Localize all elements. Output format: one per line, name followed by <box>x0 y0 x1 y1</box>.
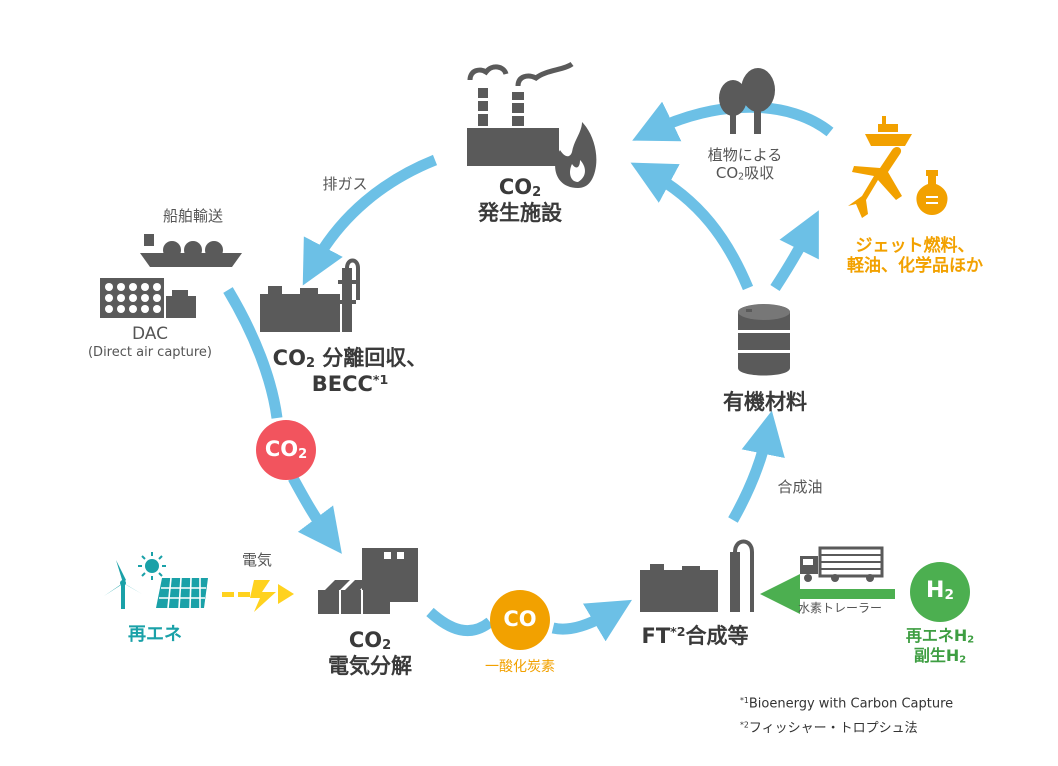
emission-facility-label: CO2 発生施設 <box>478 175 562 225</box>
h2-label: 再エネH2 副生H2 <box>905 626 975 666</box>
dac-sublabel: (Direct air capture) <box>87 345 212 360</box>
arrow-co-to-ft <box>551 599 632 642</box>
truck-label: 水素トレーラー <box>797 601 882 615</box>
arrow-dac-to-co2 <box>223 287 283 419</box>
products-label: ジェット燃料、 軽油、化学品ほか <box>847 236 983 277</box>
arrow-ft-to-organic <box>728 410 785 523</box>
footnote-2: *2フィッシャー・トロプシュ法 <box>740 720 918 736</box>
lightning-icon <box>222 580 294 612</box>
organic-material-label: 有機材料 <box>723 390 807 414</box>
ship-plane-flask-icon <box>848 116 948 218</box>
footnote-1: *1Bioenergy with Carbon Capture <box>740 696 954 712</box>
dac-unit-icon <box>100 278 196 318</box>
arrow-exhaust-to-capture <box>302 154 438 286</box>
ft-plant-icon <box>640 539 754 612</box>
lng-ship-icon <box>140 234 242 267</box>
arrow-organic-to-products <box>770 210 819 292</box>
electrolysis-label: CO2 電気分解 <box>328 628 412 678</box>
co-badge <box>490 590 550 650</box>
factory-fire-icon <box>467 61 597 188</box>
wind-solar-icon <box>104 552 208 609</box>
arrow-electrolysis-to-co <box>426 607 494 637</box>
renewable-label: 再エネ <box>128 624 182 645</box>
arrow-co2-to-electrolysis <box>288 475 342 554</box>
exhaust-label: 排ガス <box>322 175 368 193</box>
trees-icon <box>719 68 775 134</box>
ft-label: FT*2合成等 <box>641 624 749 648</box>
shipping-label: 船舶輸送 <box>162 207 223 225</box>
hydrogen-trailer-icon <box>800 546 884 582</box>
co-label: 一酸化炭素 <box>485 659 555 675</box>
h2-icon <box>910 562 970 622</box>
electricity-label: 電気 <box>241 551 272 569</box>
synthetic-oil-label: 合成油 <box>777 478 823 496</box>
plants-absorption-label: 植物による CO2吸収 <box>707 146 783 183</box>
co-badge-text: CO <box>503 607 537 631</box>
h2-circle-text: H2 <box>926 578 954 604</box>
dac-label: DAC <box>132 324 168 344</box>
capture-label: CO2 分離回収、 BECC*1 <box>272 346 428 396</box>
refinery-icon <box>260 258 360 332</box>
oil-drum-icon <box>738 304 790 376</box>
co2-badge <box>256 420 316 480</box>
electrolysis-plant-icon <box>318 548 418 614</box>
co2-badge-text: CO2 <box>264 437 308 462</box>
arrow-organic-to-emission <box>630 162 754 291</box>
